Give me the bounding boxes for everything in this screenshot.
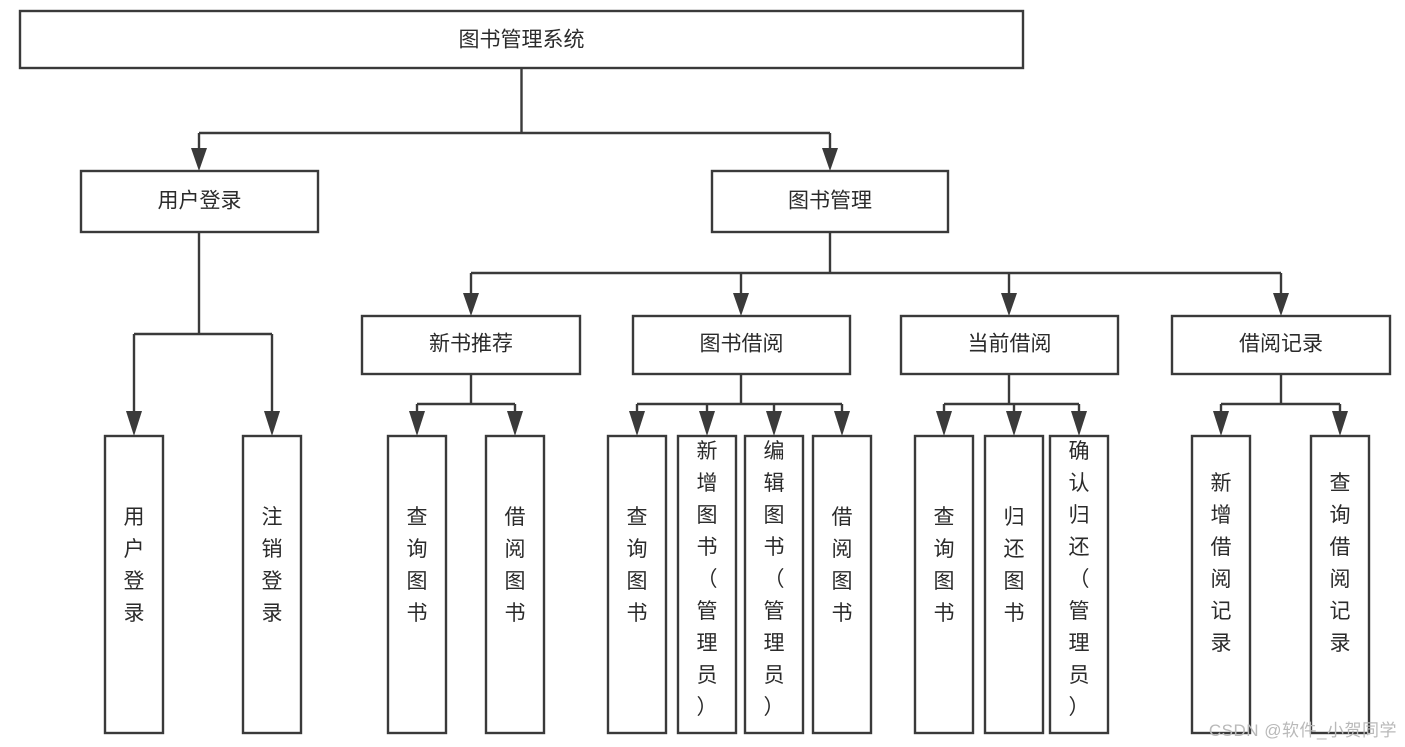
book-management-label: 图书管理: [788, 190, 872, 213]
leaf-box[interactable]: [983, 434, 1045, 735]
borrow-record-label: 借阅记录: [1239, 333, 1323, 356]
root-label: 图书管理系统: [459, 29, 585, 52]
leaf-node[interactable]: 用户登录: [103, 434, 165, 735]
user-login-label: 用户登录: [158, 190, 242, 213]
arrowhead-leaf-borrow-book-a: [507, 411, 523, 436]
leaf-box[interactable]: [386, 434, 448, 735]
leaf-box[interactable]: [103, 434, 165, 735]
leaf-node[interactable]: 确认归还（管理员）: [1048, 434, 1110, 735]
leaf-node[interactable]: 注销登录: [241, 434, 303, 735]
current-borrow-label: 当前借阅: [968, 333, 1052, 356]
leaf-label: 新增借阅记录: [1211, 472, 1232, 655]
new-book-recommend-label: 新书推荐: [429, 333, 513, 356]
arrowhead-book-borrow: [733, 293, 749, 316]
new-book-recommend-box[interactable]: [360, 314, 582, 376]
arrowhead-leaf-logout: [264, 411, 280, 436]
arrowhead-leaf-return-book: [1006, 411, 1022, 436]
leaf-box[interactable]: [241, 434, 303, 735]
arrowhead-leaf-user-login: [126, 411, 142, 436]
leaf-label: 注销登录: [262, 506, 283, 625]
leaf-label: 查询图书: [407, 506, 428, 625]
leaf-box[interactable]: [1309, 434, 1371, 735]
leaf-label: 新增图书（管理员）: [697, 440, 718, 719]
arrowhead-leaf-edit-book: [766, 411, 782, 436]
leaf-label: 确认归还（管理员）: [1069, 440, 1090, 719]
leaf-label: 借阅图书: [832, 506, 853, 625]
arrowhead-leaf-borrow-book-b: [834, 411, 850, 436]
leaf-label: 编辑图书（管理员）: [764, 440, 785, 719]
arrowhead-leaf-query-book-a: [409, 411, 425, 436]
leaf-label: 查询图书: [627, 506, 648, 625]
leaf-box[interactable]: [913, 434, 975, 735]
node-root-system[interactable]: 图书管理系统: [18, 9, 1025, 70]
leaf-node[interactable]: 编辑图书（管理员）: [743, 434, 805, 735]
arrowhead-borrow-record: [1273, 293, 1289, 316]
book-borrow-box[interactable]: [631, 314, 852, 376]
user-login-box[interactable]: [79, 169, 320, 234]
arrowhead-current-borrow: [1001, 293, 1017, 316]
leaf-node[interactable]: 借阅图书: [484, 434, 546, 735]
leaf-node[interactable]: 新增借阅记录: [1190, 434, 1252, 735]
arrowhead-leaf-confirm-return: [1071, 411, 1087, 436]
book-borrow-label: 图书借阅: [700, 333, 784, 356]
leaf-node[interactable]: 查询借阅记录: [1309, 434, 1371, 735]
arrowhead-leaf-query-record: [1332, 411, 1348, 436]
arrowhead-user-login: [191, 148, 207, 171]
node-book-borrow[interactable]: 图书借阅: [631, 314, 852, 376]
leaf-label: 查询借阅记录: [1330, 472, 1351, 655]
arrowhead-new-book-rec: [463, 293, 479, 316]
leaf-box[interactable]: [484, 434, 546, 735]
leaf-node[interactable]: 查询图书: [386, 434, 448, 735]
leaf-box[interactable]: [811, 434, 873, 735]
book-management-box[interactable]: [710, 169, 950, 234]
leaf-node[interactable]: 查询图书: [606, 434, 668, 735]
node-book-management[interactable]: 图书管理: [710, 169, 950, 234]
arrowhead-leaf-add-record: [1213, 411, 1229, 436]
node-new-book-recommend[interactable]: 新书推荐: [360, 314, 582, 376]
leaf-box[interactable]: [1190, 434, 1252, 735]
node-user-login[interactable]: 用户登录: [79, 169, 320, 234]
node-borrow-record[interactable]: 借阅记录: [1170, 314, 1392, 376]
leaf-box[interactable]: [1048, 434, 1110, 735]
leaf-node[interactable]: 归还图书: [983, 434, 1045, 735]
connector-layer: [126, 68, 1348, 436]
node-current-borrow[interactable]: 当前借阅: [899, 314, 1120, 376]
arrowhead-leaf-query-book-b: [629, 411, 645, 436]
leaf-node[interactable]: 新增图书（管理员）: [676, 434, 738, 735]
root-box[interactable]: [18, 9, 1025, 70]
leaf-node[interactable]: 查询图书: [913, 434, 975, 735]
arrowhead-leaf-query-book-c: [936, 411, 952, 436]
leaf-label: 归还图书: [1004, 506, 1025, 625]
leaf-label: 查询图书: [934, 506, 955, 625]
leaf-box[interactable]: [676, 434, 738, 735]
borrow-record-box[interactable]: [1170, 314, 1392, 376]
arrowhead-leaf-add-book: [699, 411, 715, 436]
leaf-box[interactable]: [743, 434, 805, 735]
leaf-label: 用户登录: [124, 506, 145, 625]
current-borrow-box[interactable]: [899, 314, 1120, 376]
leaf-label: 借阅图书: [505, 506, 526, 625]
leaf-box[interactable]: [606, 434, 668, 735]
leaf-node[interactable]: 借阅图书: [811, 434, 873, 735]
arrowhead-book-manage: [822, 148, 838, 171]
